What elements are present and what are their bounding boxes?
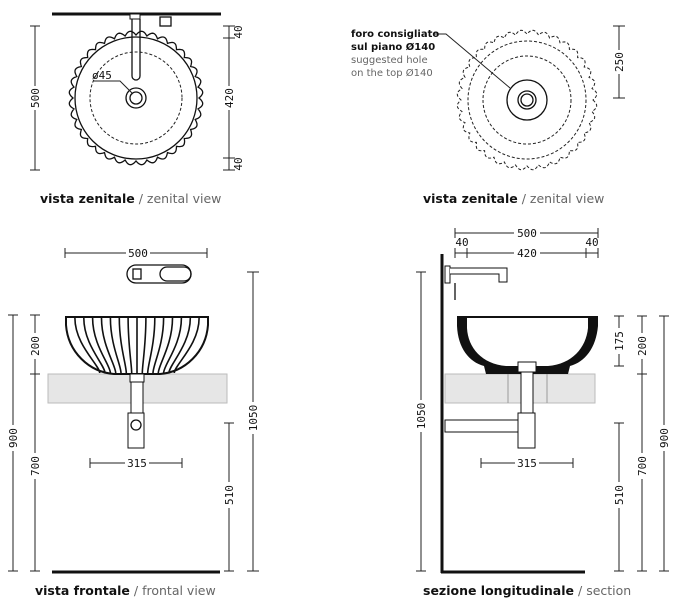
dim-700: 700 [29,456,42,476]
basin-interior [467,318,588,366]
section-view: 500 40 420 40 315 1050 [415,226,671,598]
dim-40-bottom: 40 [232,157,245,170]
dim-420: 420 [223,88,236,108]
dim-900: 900 [658,428,671,448]
dim-420: 420 [517,247,537,260]
suggested-hole [506,79,548,121]
basin-rib [162,317,183,374]
siphon-outlet [130,419,142,431]
rim-dashed [467,40,587,160]
dim-40-left: 40 [455,236,468,249]
dim-510: 510 [223,485,236,505]
countertop-section [444,373,596,404]
caption-zenital-left: vista zenitale / zenital view [40,191,221,206]
caption-frontal: vista frontale / frontal view [35,583,216,598]
dim-1050: 1050 [415,403,428,430]
drain [125,87,147,109]
dim-700: 700 [636,456,649,476]
basin-rib [83,317,106,374]
dim-175: 175 [613,331,626,351]
basin-inner-rim [74,36,198,160]
tap-spout [131,19,141,81]
tap-plate [129,13,141,20]
tap-plate [444,265,451,284]
zenital-view-right: foro consigliato sul piano Ø140 suggeste… [351,25,626,206]
basin-outline-dashed [456,29,598,171]
basin-rib [127,317,133,374]
bowl-dashed [482,55,572,145]
basin-rib [157,317,174,374]
dim-40-right: 40 [585,236,598,249]
drain-pipe [520,365,534,414]
dim-500-label: 500 [128,247,148,260]
basin-outline [68,30,204,166]
dim-200: 200 [29,336,42,356]
basin-rib [146,317,156,374]
basin-rib [173,317,200,374]
dim-315-label: 315 [517,457,537,470]
basin-rib [118,317,128,374]
basin-ribs [74,317,200,374]
caption-zenital-right: vista zenitale / zenital view [423,191,604,206]
dim-200: 200 [636,336,649,356]
note-it-2: sul piano Ø140 [351,41,435,53]
dim-900: 900 [7,428,20,448]
note-en-1: suggested hole [351,55,428,66]
dim-1050: 1050 [247,405,260,432]
waste-pipe [444,419,519,433]
hole-leader [434,33,511,89]
caption-section: sezione longitudinale / section [423,583,631,598]
basin-rib [152,317,165,374]
tap-spout [450,267,508,283]
siphon [517,412,536,449]
basin-rib [109,317,122,374]
drain-valve [129,373,145,383]
note-en-2: on the top Ø140 [351,67,433,79]
frontal-view: 500 315 900 200 700 510 1050 vis [7,246,260,598]
basin-bottom-dashed [89,51,183,145]
note-it-1: foro consigliato [351,29,439,40]
basin-rib [168,317,192,374]
basin-rib [141,317,147,374]
dim-40-top: 40 [232,25,245,38]
basin-rib [91,317,112,374]
tap-handle [159,16,172,27]
tap-top [126,264,192,284]
drain-diameter: ø45 [92,69,112,82]
basin-rib [74,317,101,374]
drain-inner [520,93,534,107]
zenital-view-left: ø45 500 40 420 40 vista zenitale / zenit… [29,12,245,206]
drain-leader [93,80,134,95]
dim-250-label: 250 [613,52,626,72]
dim-500-label: 500 [29,88,42,108]
tap-body [132,268,142,280]
drain-valve [517,361,537,373]
drain-inner [129,91,143,105]
dim-315-label: 315 [127,457,147,470]
drain [517,90,537,110]
dim-500: 500 [517,227,537,240]
basin-rib [100,317,117,374]
tap-lever [159,266,192,282]
dim-510: 510 [613,485,626,505]
